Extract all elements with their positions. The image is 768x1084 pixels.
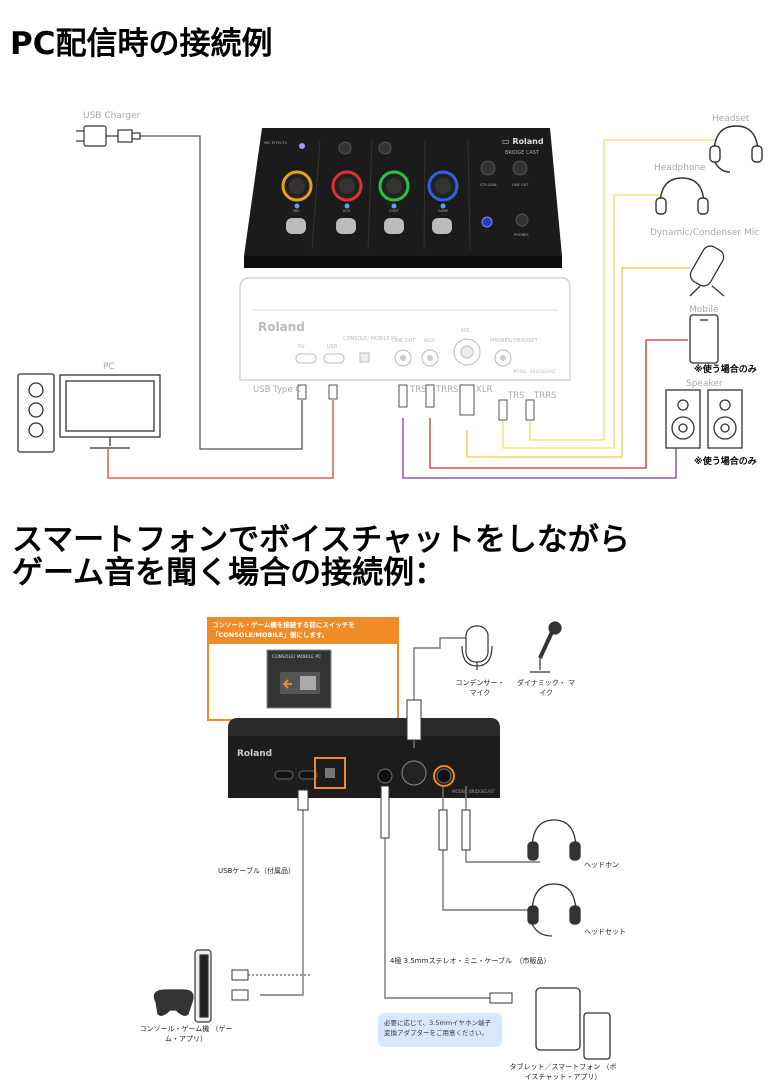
svg-text:STR.GAIN: STR.GAIN — [480, 183, 497, 187]
pc-label: PC — [103, 362, 115, 372]
usb-cable-label: USBケーブル（付属品） — [218, 867, 295, 875]
trs-plug-1 — [398, 384, 408, 408]
svg-text:CONSOLE/ MOBILE PC: CONSOLE/ MOBILE PC — [343, 336, 398, 342]
usb-charger-label: USB Charger — [83, 111, 141, 121]
svg-text:5V: 5V — [298, 344, 305, 350]
trrs-plug-1 — [425, 384, 435, 408]
svg-text:MODEL: BRIDGECAST: MODEL: BRIDGECAST — [452, 789, 496, 794]
svg-text:TRS: TRS — [409, 385, 427, 395]
condenser-mic-icon — [461, 625, 493, 670]
svg-text:GAME: GAME — [438, 209, 448, 213]
callout-text: コンソール・ゲーム機を接続する前にスイッチを 「CONSOLE/MOBILE」側… — [212, 621, 355, 639]
console-label: コンソール・ゲーム機 （ゲーム・アプリ） — [139, 1025, 233, 1043]
mobile-icon — [689, 314, 719, 364]
headphone-ja-label: ヘッドホン — [584, 861, 619, 869]
headset-cable — [529, 139, 720, 441]
trs-cable — [402, 418, 677, 479]
svg-text:MIC: MIC — [293, 209, 300, 213]
svg-text:LINE OUT: LINE OUT — [512, 183, 529, 187]
svg-text:TRRS: TRRS — [435, 385, 458, 395]
tablet-icon — [535, 987, 611, 1060]
dynamic-mic-icon — [530, 621, 562, 673]
mobile-note: ※使う場合のみ — [694, 365, 757, 375]
console-icon — [153, 949, 212, 1023]
svg-text:MIC: MIC — [461, 328, 471, 334]
headset2-icon — [527, 883, 581, 937]
svg-text:USB: USB — [327, 344, 338, 350]
svg-text:PHONES: PHONES — [514, 233, 529, 237]
pc-icon — [17, 373, 161, 453]
svg-text:AUX: AUX — [343, 209, 351, 213]
bridge-cast-rear-panel: Roland 5V USB CONSOLE/ MOBILE PC LINE OU… — [239, 277, 571, 381]
tablet-label: タブレット／スマートフォン （ボイスチャット・アプリ） — [509, 1063, 617, 1081]
trrs-cable — [429, 339, 688, 469]
usb-charger-icon — [76, 125, 141, 147]
usb-type-c-label: USB Type C — [253, 385, 301, 395]
section2-title-line2: ゲーム音を聞く場合の接続例： — [12, 555, 446, 591]
speaker-icon — [665, 389, 743, 449]
svg-text:MIC EFFECTS: MIC EFFECTS — [264, 141, 288, 145]
usb-c-plug-2 — [328, 384, 338, 400]
mic-icon — [689, 245, 725, 297]
section2-diagram: CONSOLE/ MOBILE PC Roland MODEL: BRIDGEC… — [153, 617, 611, 1060]
usb-charger-cable — [140, 135, 303, 450]
svg-text:XLR: XLR — [476, 385, 493, 395]
dynamic-label: ダイナミック・ マイク — [517, 679, 575, 697]
trs-plug-2 — [498, 399, 508, 421]
svg-text:Roland: Roland — [237, 749, 272, 759]
adapter-note: 必要に応じて、3.5mmイヤホン端子 変換アダプターをご用意ください。 — [384, 1019, 491, 1037]
xlr-plug — [459, 384, 475, 416]
headphone-cable — [502, 194, 660, 449]
mobile-label: Mobile — [689, 305, 719, 315]
mini-cable-label: 4極 3.5mmステレオ・ミニ・ケーブル （市販品） — [390, 957, 551, 965]
svg-text:AUX: AUX — [424, 338, 435, 344]
headphone-label: Headphone — [654, 163, 706, 173]
section2-title-line1: スマートフォンでボイスチャットをしながら — [12, 522, 630, 558]
svg-text:▭ Roland: ▭ Roland — [502, 137, 544, 146]
speaker-note: ※使う場合のみ — [694, 457, 757, 467]
condenser-label: コンデンサー・ マイク — [455, 679, 505, 697]
section1-diagram: ▭ Roland BRIDGE CAST MIC EFFECTS MIC AUX… — [17, 125, 763, 479]
xlr-cable — [466, 267, 690, 458]
usb-c-plug-1 — [297, 384, 307, 400]
headphone2-icon — [527, 819, 581, 861]
svg-text:TRRS: TRRS — [533, 391, 556, 401]
pc-usb-cable — [107, 400, 334, 479]
headset-ja-label: ヘッドセット — [584, 928, 626, 936]
svg-text:LINE OUT: LINE OUT — [392, 338, 416, 344]
headset-icon — [709, 125, 763, 173]
svg-text:TRS: TRS — [507, 391, 525, 401]
headset-label: Headset — [712, 114, 750, 124]
svg-text:MODEL: BRIDGECAST: MODEL: BRIDGECAST — [513, 369, 557, 374]
section1-title: PC配信時の接続例 — [10, 26, 273, 62]
bridge-cast-device-top: ▭ Roland BRIDGE CAST MIC EFFECTS MIC AUX… — [244, 128, 562, 268]
trrs-plug-2 — [525, 399, 535, 421]
svg-text:BRIDGE CAST: BRIDGE CAST — [505, 150, 540, 156]
headphone-icon — [655, 177, 709, 215]
mic-label: Dynamic/Condenser Mic — [650, 228, 760, 238]
speaker-label: Speaker — [686, 379, 723, 389]
panel-brand: Roland — [258, 320, 305, 334]
svg-text:CHAT: CHAT — [389, 209, 399, 213]
svg-text:PHONES/ HEADSET: PHONES/ HEADSET — [490, 338, 539, 344]
svg-text:CONSOLE/ MOBILE PC: CONSOLE/ MOBILE PC — [272, 654, 321, 660]
